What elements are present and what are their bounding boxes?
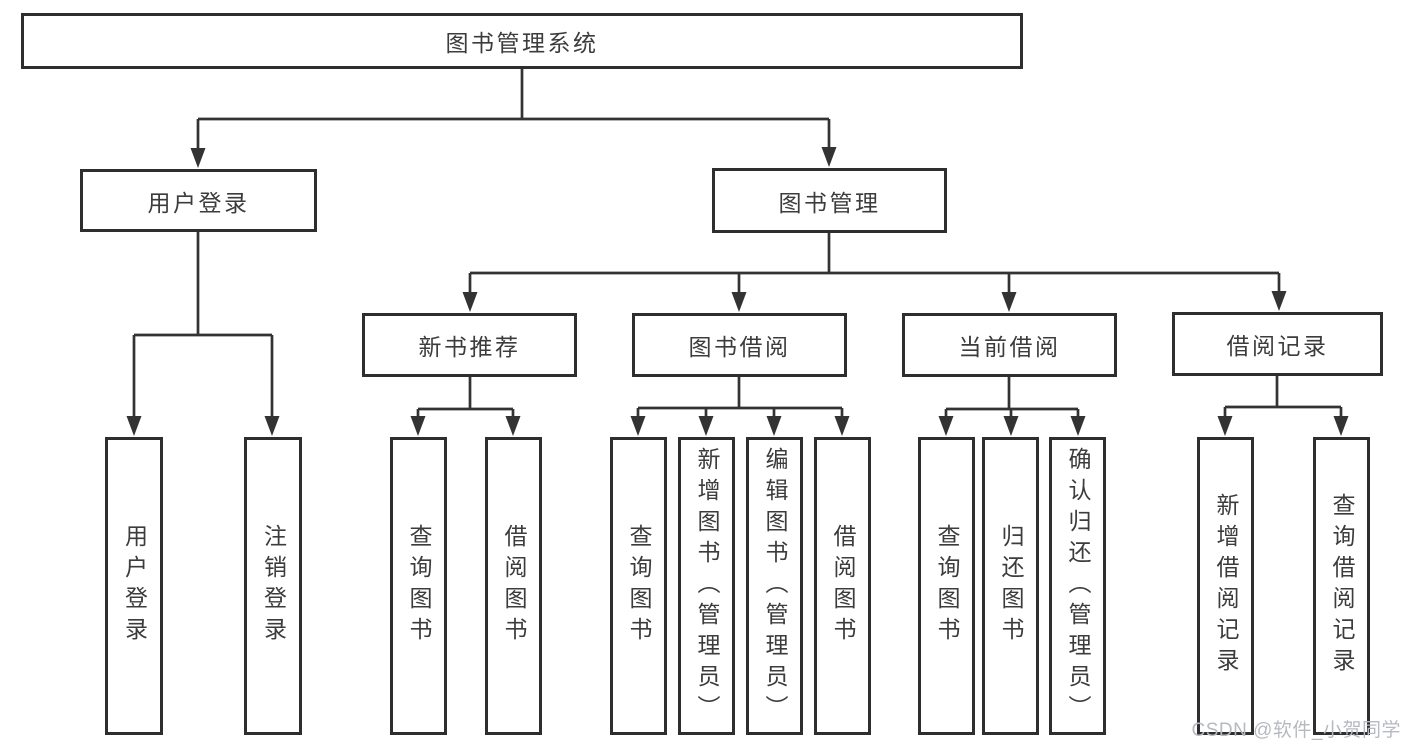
leaf-logout-label: 注销登录 bbox=[260, 524, 287, 648]
node-new-book-recommend: 新书推荐 bbox=[362, 313, 577, 377]
node-borrow-record: 借阅记录 bbox=[1172, 312, 1383, 376]
leaf-newbook-query-label: 查询图书 bbox=[406, 524, 432, 648]
leaf-borrow-add-label: 新增图书（管理员） bbox=[694, 446, 720, 726]
leaf-current-confirm: 确认归还（管理员） bbox=[1049, 437, 1106, 735]
leaf-borrow-borrow: 借阅图书 bbox=[814, 437, 871, 735]
node-current-borrow-label: 当前借阅 bbox=[958, 334, 1061, 360]
node-borrow-record-label: 借阅记录 bbox=[1226, 333, 1329, 359]
leaf-user-login-label: 用户登录 bbox=[121, 524, 148, 648]
node-book-management: 图书管理 bbox=[712, 168, 947, 233]
leaf-current-confirm-label: 确认归还（管理员） bbox=[1065, 446, 1091, 726]
leaf-record-query-label: 查询借阅记录 bbox=[1329, 493, 1355, 679]
leaf-borrow-query-label: 查询图书 bbox=[626, 524, 652, 648]
node-book-borrow-label: 图书借阅 bbox=[688, 334, 791, 360]
leaf-borrow-add: 新增图书（管理员） bbox=[678, 437, 735, 735]
node-user-login: 用户登录 bbox=[80, 169, 317, 232]
leaf-record-add-label: 新增借阅记录 bbox=[1213, 493, 1239, 679]
arrowheads bbox=[126, 147, 1349, 436]
node-new-book-recommend-label: 新书推荐 bbox=[418, 334, 521, 360]
node-library-system-label: 图书管理系统 bbox=[445, 30, 599, 56]
leaf-current-query: 查询图书 bbox=[918, 437, 975, 735]
csdn-watermark: CSDN @软件_小贺同学 bbox=[1191, 720, 1401, 741]
leaf-borrow-edit: 编辑图书（管理员） bbox=[746, 437, 803, 735]
leaf-newbook-borrow-label: 借阅图书 bbox=[501, 524, 527, 648]
leaf-borrow-query: 查询图书 bbox=[610, 437, 667, 735]
node-current-borrow: 当前借阅 bbox=[902, 313, 1117, 377]
leaf-borrow-edit-label: 编辑图书（管理员） bbox=[762, 446, 788, 726]
leaf-logout: 注销登录 bbox=[244, 437, 302, 735]
arrow-stems bbox=[132, 119, 1343, 420]
leaf-newbook-query: 查询图书 bbox=[390, 437, 447, 735]
node-book-borrow: 图书借阅 bbox=[632, 313, 847, 377]
leaf-current-return-label: 归还图书 bbox=[998, 524, 1024, 648]
connector-lines bbox=[134, 69, 1341, 411]
leaf-record-query: 查询借阅记录 bbox=[1313, 437, 1370, 735]
leaf-record-add: 新增借阅记录 bbox=[1197, 437, 1254, 735]
leaf-newbook-borrow: 借阅图书 bbox=[485, 437, 542, 735]
node-library-system: 图书管理系统 bbox=[21, 13, 1023, 69]
leaf-user-login: 用户登录 bbox=[105, 437, 163, 735]
leaf-current-return: 归还图书 bbox=[982, 437, 1039, 735]
leaf-current-query-label: 查询图书 bbox=[934, 524, 960, 648]
node-book-management-label: 图书管理 bbox=[778, 189, 881, 216]
node-user-login-label: 用户登录 bbox=[147, 189, 250, 216]
leaf-borrow-borrow-label: 借阅图书 bbox=[830, 524, 856, 648]
